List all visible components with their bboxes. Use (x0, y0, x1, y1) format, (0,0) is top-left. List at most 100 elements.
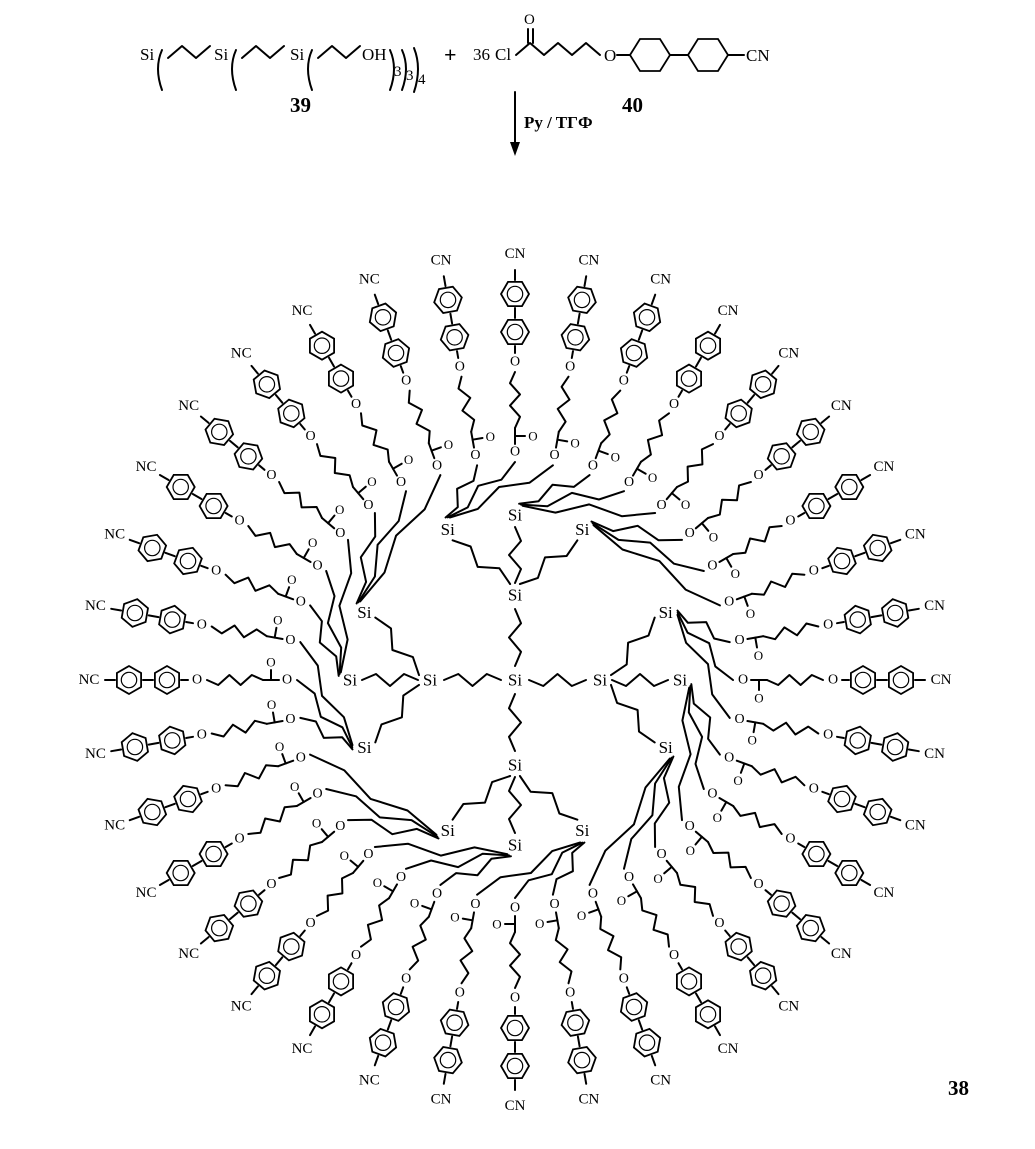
ester-oxygen: O (396, 475, 406, 490)
ether-oxygen: O (401, 971, 411, 986)
reaction-arrow: Py / TГФ (510, 91, 593, 156)
carbonyl-oxygen: O (275, 739, 284, 754)
aromatic-circle (144, 539, 161, 557)
ether-oxygen: O (754, 877, 764, 892)
nitrile-group: CN (650, 1072, 671, 1088)
nitrile-group: CN (650, 272, 671, 288)
benzene-ring (676, 363, 702, 394)
nitrile-group: CN (431, 252, 452, 268)
coefficient: 36 (473, 45, 490, 64)
ether-oxygen: O (823, 728, 833, 743)
benzene-ring (862, 533, 893, 563)
carbonyl-oxygen: O (340, 848, 349, 863)
aromatic-circle (808, 845, 825, 863)
ester-oxygen: O (656, 498, 666, 513)
benzene-ring (619, 992, 649, 1022)
aromatic-circle (387, 344, 405, 362)
aromatic-circle (258, 967, 276, 984)
nitrile-group: NC (231, 346, 252, 362)
aromatic-circle (802, 919, 819, 937)
subscript: 3 (394, 64, 402, 80)
aromatic-circle (886, 738, 904, 756)
ester-oxygen: O (432, 458, 442, 473)
benzene-ring (834, 860, 865, 886)
ether-oxygen: O (235, 514, 245, 529)
nitrile-group: CN (778, 346, 799, 362)
ester-oxygen: O (470, 897, 480, 912)
ester-oxygen: O (285, 712, 295, 727)
nitrile-group: CN (874, 885, 895, 901)
benzene-ring (560, 323, 591, 352)
benzene-ring (277, 931, 306, 962)
ether-oxygen: O (351, 948, 361, 963)
benzene-ring (843, 725, 872, 756)
aromatic-circle (506, 1019, 524, 1037)
carbonyl-oxygen: O (617, 893, 626, 908)
benzene-ring (795, 914, 826, 943)
ester-oxygen: O (510, 445, 520, 460)
benzene-ring (795, 417, 826, 446)
aromatic-circle (446, 1014, 463, 1031)
benzene-ring (843, 604, 872, 635)
benzene-ring (368, 1027, 398, 1058)
core-si-atom: Si (508, 671, 522, 690)
aromatic-circle (730, 938, 747, 955)
ether-oxygen: O (828, 673, 838, 688)
benzene-ring (173, 546, 203, 576)
ether-oxygen: O (565, 986, 575, 1001)
ester-oxygen: O (738, 673, 748, 688)
compound-label-39: 39 (290, 93, 311, 117)
aromatic-circle (506, 285, 524, 303)
carbonyl-oxygen: O (733, 773, 742, 788)
aromatic-circle (374, 308, 392, 326)
aromatic-circle (164, 732, 181, 749)
benzene-ring (632, 1027, 662, 1058)
ester-oxygen: O (724, 750, 734, 765)
benzene-ring (327, 363, 355, 394)
aromatic-circle (573, 1051, 591, 1069)
ester-oxygen: O (432, 887, 442, 902)
carbonyl-oxygen: O (524, 12, 535, 28)
branch-si-atom: Si (357, 738, 371, 757)
carbonyl-oxygen: O (747, 733, 756, 748)
ether-oxygen: O (669, 948, 679, 963)
aromatic-circle (144, 803, 161, 821)
benzene-ring (327, 966, 355, 997)
aromatic-circle (892, 671, 910, 689)
aromatic-circle (773, 895, 790, 912)
aromatic-circle (869, 803, 886, 821)
branch-si-atom: Si (659, 738, 673, 757)
nitrile-group: NC (136, 459, 157, 475)
benzene-ring (801, 841, 832, 867)
carbonyl-oxygen: O (450, 910, 459, 925)
ester-oxygen: O (685, 526, 695, 541)
nitrile-group: CN (831, 946, 852, 962)
nitrile-group: CN (718, 1041, 739, 1057)
ether-oxygen: O (197, 617, 207, 632)
benzene-ring (433, 1046, 463, 1075)
benzene-ring (881, 598, 910, 628)
carbonyl-oxygen: O (308, 535, 317, 550)
compound-label-40: 40 (622, 93, 643, 117)
carbonyl-oxygen: O (486, 429, 495, 444)
aromatic-circle (158, 671, 176, 689)
ether-oxygen: O (823, 617, 833, 632)
benzene-ring (439, 1008, 470, 1037)
ester-oxygen: O (734, 633, 744, 648)
aromatic-circle (282, 938, 300, 955)
aromatic-circle (773, 447, 790, 465)
branch-si-atom: Si (575, 520, 589, 539)
benzene-ring (499, 280, 531, 308)
ester-oxygen: O (550, 448, 560, 463)
benzene-ring (724, 398, 753, 429)
ester-oxygen: O (685, 819, 695, 834)
aromatic-circle (211, 423, 228, 441)
benzene-ring (158, 725, 187, 756)
ester-oxygen: O (282, 673, 292, 688)
aromatic-circle (179, 552, 197, 570)
si-atom: Si (140, 45, 154, 64)
nitrile-group: CN (505, 1098, 526, 1114)
ether-oxygen: O (351, 397, 361, 412)
si-atom: Si (290, 45, 304, 64)
ether-oxygen: O (192, 673, 202, 688)
